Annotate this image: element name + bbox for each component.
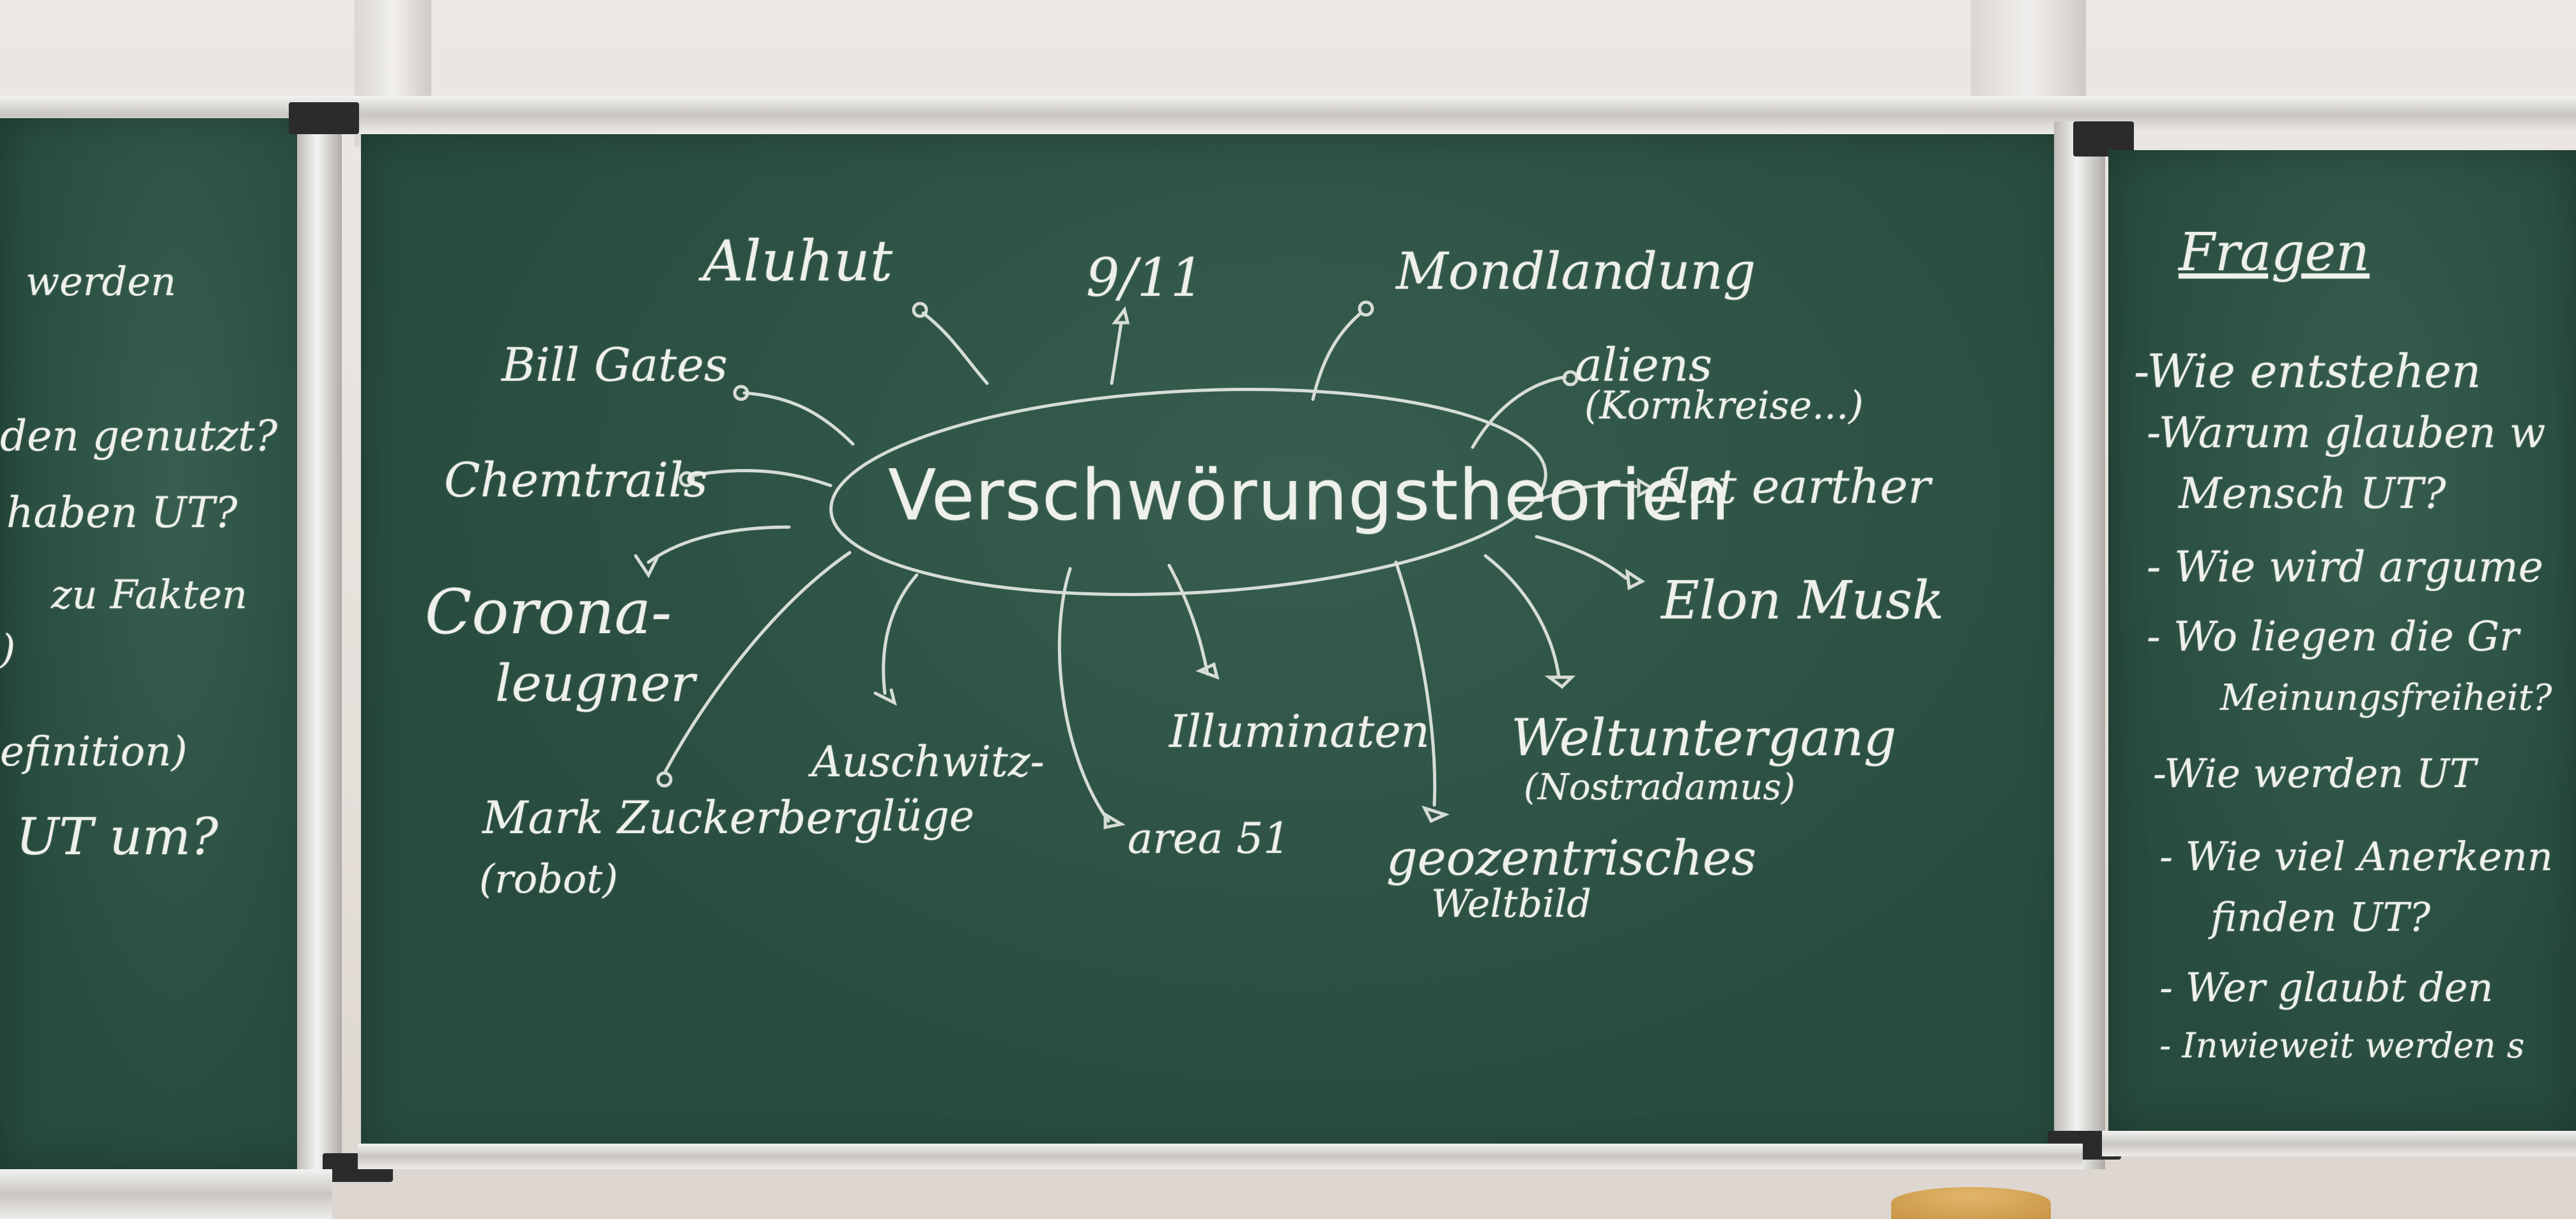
chalk-tray-left — [0, 1169, 332, 1219]
topic-geozentrisch-1: geozentrisches — [1386, 829, 1757, 886]
board-frame-left — [297, 109, 342, 1182]
top-rail — [0, 96, 2576, 134]
topic-flat-earther: flat earther — [1658, 459, 1931, 514]
question-line-11: - Inwieweit werden s — [2159, 1025, 2525, 1066]
question-line-9: finden UT? — [2211, 894, 2431, 940]
question-line-3: Mensch UT? — [2179, 469, 2446, 518]
topic-elon-musk: Elon Musk — [1661, 571, 1944, 631]
chalk-tray-center — [358, 1144, 2083, 1169]
topic-zuckerberg-1: Mark Zuckerberg — [482, 792, 883, 844]
question-line-10: - Wer glaubt den — [2159, 964, 2494, 1011]
topic-corona-2: leugner — [495, 654, 695, 713]
topic-aluhut: Aluhut — [703, 228, 893, 294]
topic-area-51: area 51 — [1128, 814, 1291, 863]
question-line-7: -Wie werden UT — [2153, 750, 2476, 797]
question-line-4: - Wie wird argume — [2147, 542, 2543, 592]
topic-zuckerberg-2: (robot) — [479, 855, 618, 902]
board-frame-right — [2054, 121, 2105, 1169]
topic-auschwitz-2: lüge — [882, 792, 974, 841]
center-chalkboard — [361, 134, 2064, 1156]
chalk-tray-right — [2102, 1131, 2576, 1156]
question-line-6: Meinungsfreiheit? — [2220, 677, 2552, 719]
topic-geozentrisch-2: Weltbild — [1431, 882, 1591, 926]
left-line-6: efinition) — [0, 728, 188, 776]
topic-mondlandung: Mondlandung — [1396, 241, 1756, 301]
question-line-8: - Wie viel Anerkenn — [2159, 833, 2553, 880]
topic-illuminaten: Illuminaten — [1169, 705, 1430, 758]
left-line-3: haben UT? — [6, 488, 238, 537]
topic-weltuntergang-2: (Nostradamus) — [1524, 767, 1795, 808]
left-chalkboard: werden den genutzt? haben UT? zu Fakten … — [0, 118, 319, 1169]
mindmap-center-topic: Verschwörungstheorien — [888, 454, 1731, 536]
topic-9-11: 9/11 — [1086, 248, 1204, 309]
left-line-1: werden — [26, 258, 176, 305]
topic-bill-gates: Bill Gates — [502, 338, 728, 392]
question-line-5: - Wo liegen die Gr — [2147, 613, 2519, 661]
left-line-2: den genutzt? — [0, 411, 278, 461]
questions-title: Fragen — [2179, 222, 2370, 283]
topic-corona-1: Corona- — [425, 576, 672, 648]
topic-aliens: aliens — [1575, 338, 1712, 392]
right-chalkboard: Fragen -Wie entstehen -Warum glauben w M… — [2108, 150, 2576, 1131]
question-line-1: -Wie entstehen — [2134, 344, 2481, 398]
topic-weltuntergang-1: Weltuntergang — [1511, 708, 1897, 767]
topic-aliens-note: (Kornkreise...) — [1584, 383, 1864, 428]
left-line-7: UT um? — [16, 807, 218, 866]
question-line-2: -Warum glauben w — [2147, 408, 2546, 457]
left-line-4: zu Fakten — [51, 571, 248, 618]
frame-clip — [289, 102, 359, 134]
cork-object — [1891, 1187, 2051, 1219]
topic-auschwitz-1: Auschwitz- — [811, 737, 1045, 786]
left-line-5: ) — [0, 625, 16, 672]
topic-chemtrails: Chemtrails — [444, 453, 708, 508]
